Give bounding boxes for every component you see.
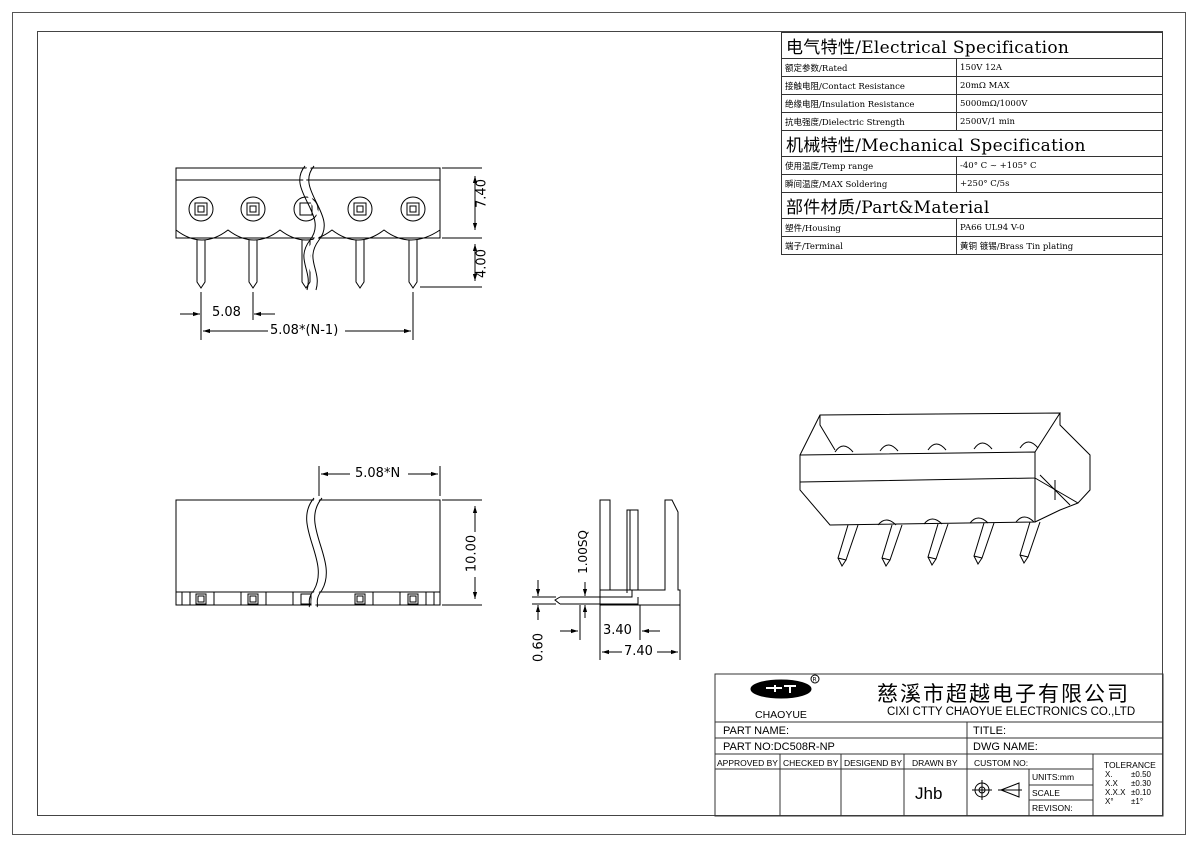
mechanical-spec-header: 机械特性/Mechanical Specification bbox=[781, 130, 1163, 157]
scale-label: SCALE bbox=[1032, 788, 1060, 798]
svg-text:R: R bbox=[813, 677, 817, 684]
pin bbox=[196, 240, 206, 289]
dim-pin-length: 4.00 bbox=[474, 249, 490, 278]
top-view bbox=[175, 466, 482, 609]
tolerance-row: X.X±0.30 bbox=[1105, 779, 1151, 788]
tolerance-row: X.±0.50 bbox=[1105, 770, 1151, 779]
pin bbox=[355, 240, 365, 289]
designed-by-label: DESIGEND BY bbox=[844, 758, 903, 768]
dim-pitch: 5.08 bbox=[212, 305, 241, 320]
dim-body-height: 10.00 bbox=[464, 534, 480, 573]
dim-pin-square: 1.00SQ bbox=[576, 530, 590, 574]
dim-pin-thickness: 0.60 bbox=[531, 633, 547, 662]
side-view bbox=[532, 499, 681, 660]
specification-table: 电气特性/Electrical Specification 额定参数/Rated… bbox=[781, 32, 1163, 255]
revision-label: REVISON: bbox=[1032, 803, 1073, 813]
drawn-by-label: DRAWN BY bbox=[912, 758, 958, 768]
electrical-spec-header: 电气特性/Electrical Specification bbox=[781, 32, 1163, 59]
projection-symbol bbox=[972, 780, 1022, 800]
tolerance-list: X.±0.50 X.X±0.30 X.X.X±0.10 X°±1° bbox=[1105, 770, 1151, 806]
pin bbox=[248, 240, 258, 289]
company-logo-icon: R bbox=[750, 674, 820, 699]
material-spec-header: 部件材质/Part&Material bbox=[781, 192, 1163, 219]
part-name-label: PART NAME: bbox=[723, 725, 790, 737]
company-name-cn: 慈溪市超越电子有限公司 bbox=[877, 682, 1130, 706]
units-label: UNITS:mm bbox=[1032, 772, 1075, 782]
tolerance-row: X°±1° bbox=[1105, 797, 1144, 806]
title-block-lines bbox=[714, 673, 1164, 817]
screw-terminal bbox=[347, 196, 373, 222]
company-name-en: CIXI CTTY CHAOYUE ELECTRONICS CO.,LTD bbox=[887, 706, 1136, 718]
drawn-by-value: Jhb bbox=[915, 784, 943, 803]
screw-terminal bbox=[293, 196, 319, 222]
pin-openings bbox=[181, 591, 435, 606]
top-housing bbox=[175, 499, 441, 606]
dim-side-depth: 7.40 bbox=[624, 644, 653, 659]
dwg-name-label: DWG NAME: bbox=[973, 741, 1038, 753]
title-label: TITLE: bbox=[973, 725, 1007, 737]
drawing-border-inner bbox=[37, 31, 1163, 816]
pin bbox=[408, 240, 418, 289]
dim-span: 5.08*(N-1) bbox=[270, 323, 339, 338]
dim-body-length: 5.08*N bbox=[355, 466, 401, 481]
dim-side-offset: 3.40 bbox=[603, 623, 632, 638]
checked-by-label: CHECKED BY bbox=[783, 758, 839, 768]
approved-by-label: APPROVED BY bbox=[717, 758, 778, 768]
screw-terminal bbox=[400, 196, 426, 222]
front-view bbox=[175, 165, 482, 340]
custom-no-label: CUSTOM NO: bbox=[974, 758, 1029, 768]
title-block: CHAOYUE 慈溪市超越电子有限公司 CIXI CTTY CHAOYUE EL… bbox=[715, 674, 1163, 816]
tolerance-row: X.X.X±0.10 bbox=[1105, 788, 1151, 797]
side-pin bbox=[560, 590, 639, 605]
screw-terminal bbox=[240, 196, 266, 222]
tolerance-title: TOLERANCE bbox=[1104, 760, 1156, 770]
spec-label: 端子/Terminal bbox=[781, 236, 957, 255]
drawing-border-outer bbox=[12, 12, 1186, 835]
spec-value: 黄铜 镀锡/Brass Tin plating bbox=[956, 236, 1163, 255]
brand-name: CHAOYUE bbox=[755, 709, 807, 721]
side-housing bbox=[599, 499, 681, 606]
screw-terminal bbox=[188, 196, 214, 222]
isometric-view bbox=[799, 412, 1091, 567]
dim-front-height: 7.40 bbox=[474, 179, 490, 208]
part-number: PART NO:DC508R-NP bbox=[723, 741, 835, 753]
